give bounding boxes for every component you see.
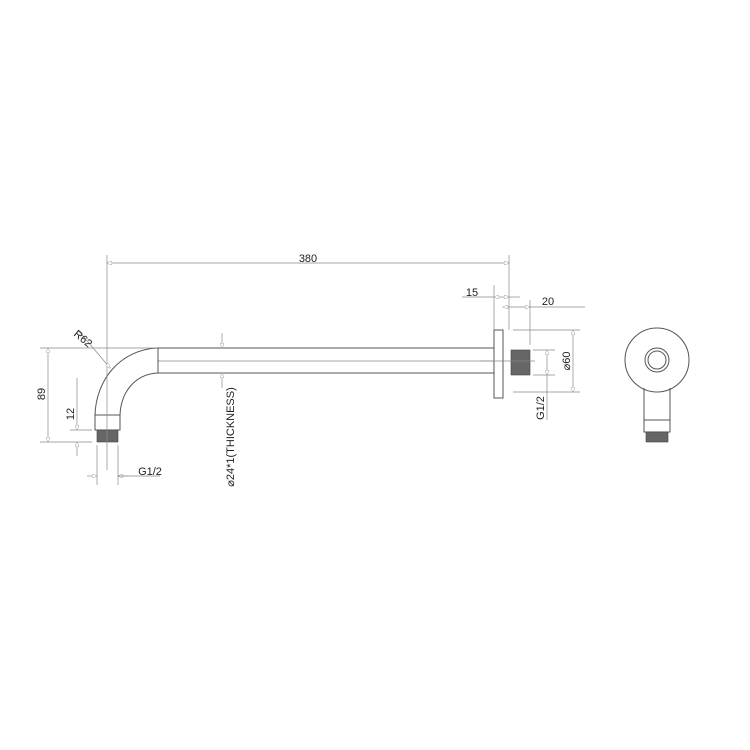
wall-flange (480, 329, 535, 399)
dim-outlet-thread: G1/2 (138, 466, 162, 478)
outlet-thread (96, 429, 119, 443)
dim-fitting-length: 20 (542, 296, 554, 308)
dim-tube-spec: ⌀24*1(THICKNESS) (225, 387, 237, 487)
dim-wall-thread: G1/2 (535, 396, 547, 420)
dim-thread-length: 12 (65, 408, 77, 420)
dim-flange-diameter: ⌀60 (561, 352, 573, 371)
wall-thread (510, 349, 531, 376)
dim-bend-radius: R62 (71, 328, 94, 350)
dim-drop-height: 89 (36, 388, 48, 400)
dimension-lines (40, 255, 585, 485)
dim-arm-length: 380 (299, 253, 317, 265)
dim-flange-thickness: 15 (466, 287, 478, 299)
shower-arm-front-view (624, 327, 690, 443)
shower-arm-side-view (94, 255, 494, 470)
